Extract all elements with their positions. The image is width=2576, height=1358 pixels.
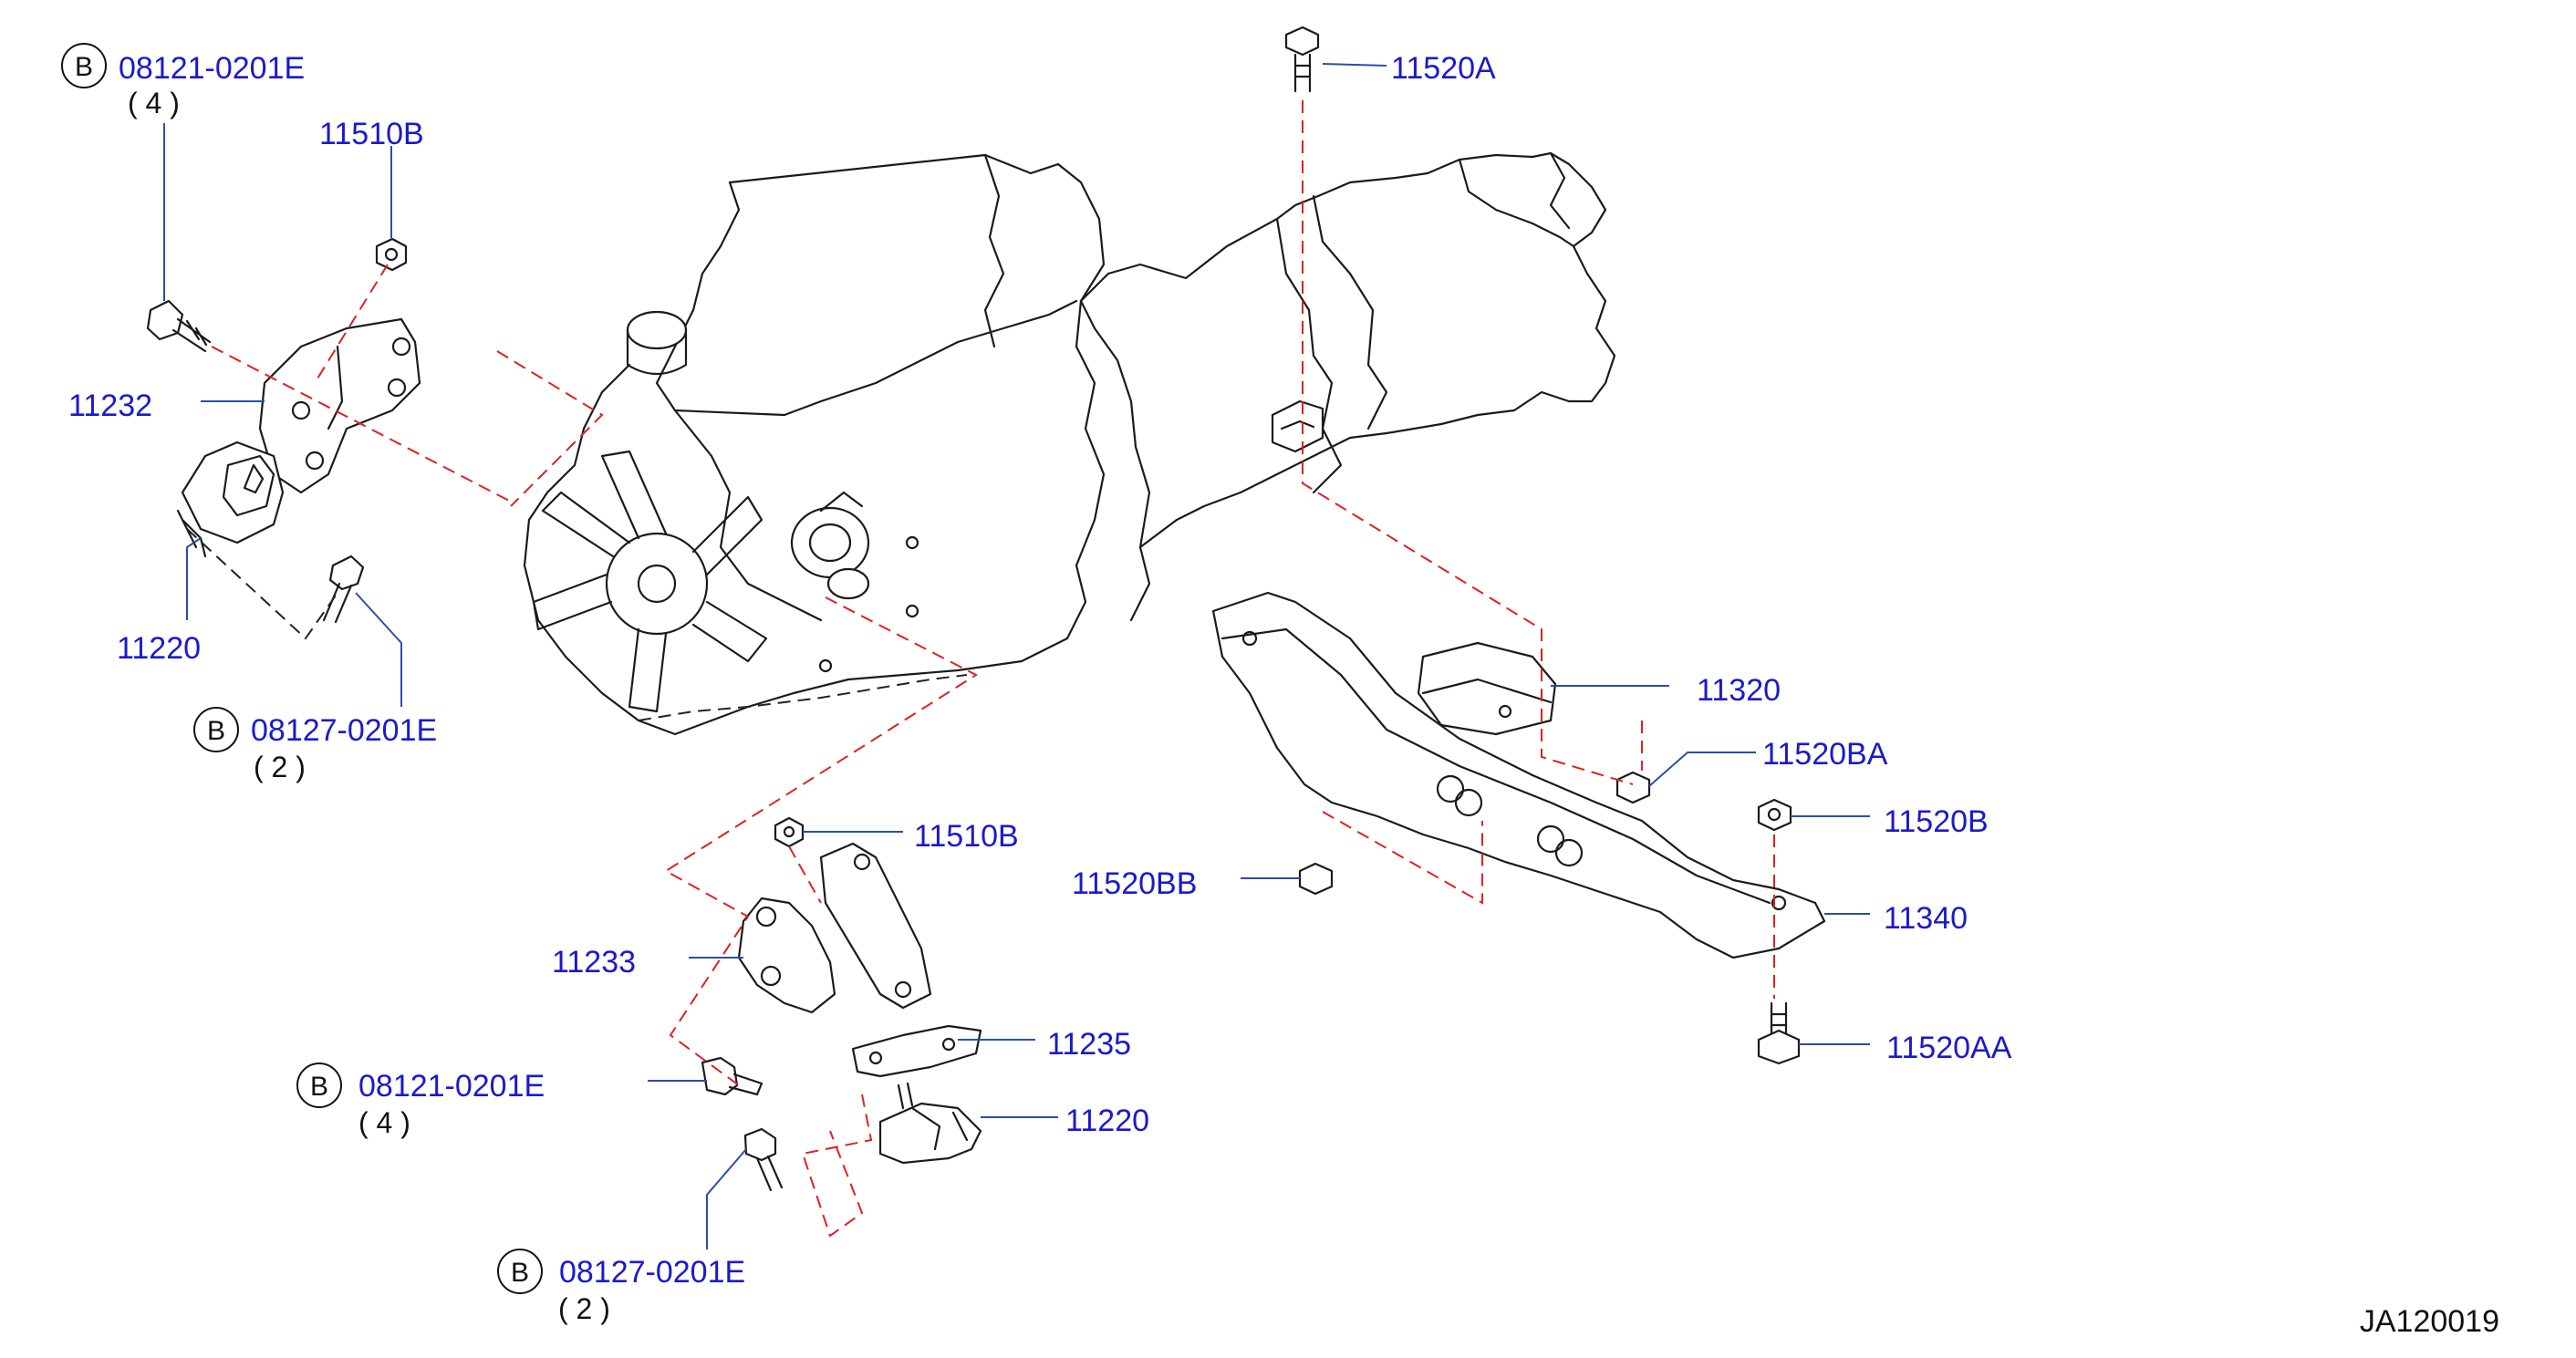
part-number-11520aa[interactable]: 11520AA: [1886, 1031, 2012, 1065]
part-number-08121-bottom[interactable]: 08121-0201E: [358, 1069, 545, 1104]
part-number-11320[interactable]: 11320: [1697, 673, 1781, 708]
right-hardware-parts: [1284, 26, 1801, 1065]
b-badge-icon: [193, 707, 239, 752]
part-number-11232[interactable]: 11232: [68, 389, 152, 423]
part-number-11233[interactable]: 11233: [552, 945, 636, 980]
crossmember-drawing: [1211, 591, 1826, 959]
part-number-11510b-bottom[interactable]: 11510B: [914, 819, 1019, 854]
callout-08127-bottom[interactable]: B 08127-0201E ( 2 ): [497, 1249, 745, 1325]
leader-lines: [163, 63, 1870, 1249]
part-number-11340[interactable]: 11340: [1884, 901, 1968, 936]
cooling-fan: [532, 450, 768, 713]
part-number-11235[interactable]: 11235: [1047, 1027, 1131, 1062]
part-number-11520ba[interactable]: 11520BA: [1762, 737, 1888, 772]
callout-08127-left[interactable]: B 08127-0201E ( 2 ): [193, 707, 437, 783]
part-number-11510b-top[interactable]: 11510B: [319, 117, 424, 151]
figure-code: JA120019: [2360, 1304, 2499, 1339]
upper-left-mount-parts: [146, 237, 421, 624]
part-number-11520a[interactable]: 11520A: [1391, 51, 1496, 86]
b-badge-icon: [296, 1063, 342, 1108]
quantity-08127-left: ( 2 ): [254, 751, 306, 783]
b-badge-text: B: [310, 1072, 328, 1102]
part-number-11220-left[interactable]: 11220: [117, 631, 201, 666]
b-badge-text: B: [511, 1258, 529, 1288]
part-number-11520bb[interactable]: 11520BB: [1072, 866, 1197, 901]
b-badge-text: B: [75, 52, 93, 82]
b-badge-text: B: [207, 716, 225, 746]
quantity-08121-top: ( 4 ): [128, 87, 180, 119]
part-number-08127-left[interactable]: 08127-0201E: [251, 713, 437, 748]
engine-transmission-drawing: [523, 151, 1616, 736]
part-number-11220-bottom[interactable]: 11220: [1065, 1104, 1149, 1138]
assembly-dashed-lines: [186, 100, 1775, 1238]
part-number-08127-bottom[interactable]: 08127-0201E: [559, 1255, 745, 1290]
alternator: [790, 491, 870, 600]
b-badge-icon: [61, 43, 107, 88]
part-number-11520b[interactable]: 11520B: [1884, 804, 1989, 839]
part-number-08121-top[interactable]: 08121-0201E: [119, 51, 305, 86]
quantity-08121-bottom: ( 4 ): [358, 1106, 410, 1139]
lower-center-mount-parts: [701, 816, 982, 1192]
callout-08121-bottom[interactable]: B 08121-0201E ( 4 ): [296, 1063, 545, 1139]
callout-08121-top[interactable]: B 08121-0201E ( 4 ): [61, 43, 305, 119]
quantity-08127-bottom: ( 2 ): [558, 1292, 610, 1325]
b-badge-icon: [497, 1249, 543, 1294]
